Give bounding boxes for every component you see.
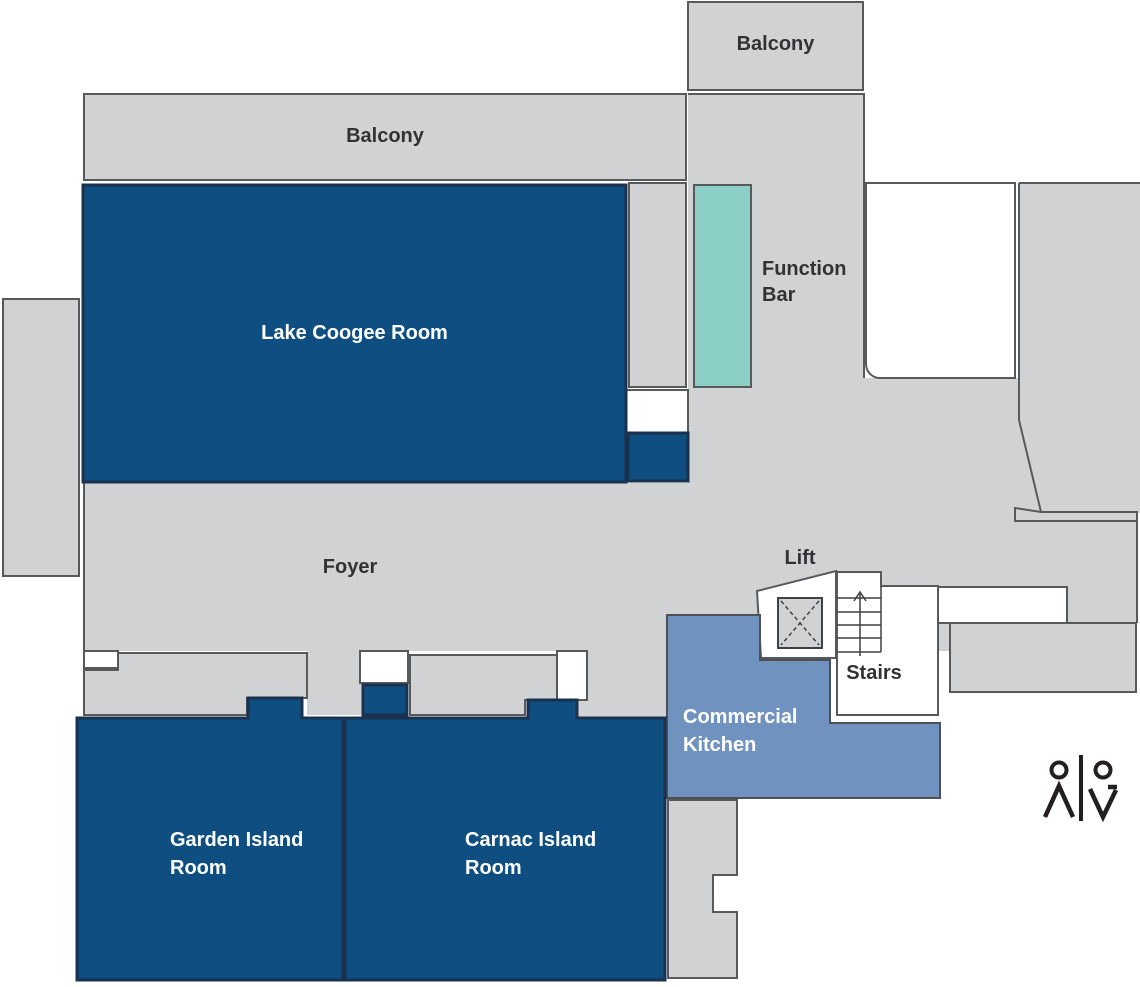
carnac-island-room-shape	[343, 698, 667, 982]
left-annex-shape	[2, 298, 80, 577]
door-notch-right	[556, 650, 588, 701]
right-wing-wall	[1018, 182, 1140, 420]
foyer-floor-area	[84, 94, 1140, 718]
kitchen-side-corridor	[667, 799, 738, 979]
back-of-house-room	[865, 182, 1016, 379]
foyer-connector-right	[577, 651, 667, 718]
corridor-wall	[688, 93, 865, 378]
stairwell-shape	[836, 571, 939, 716]
rear-notch	[937, 586, 1068, 624]
wall-lip	[1014, 506, 1138, 522]
male-restroom-icon	[1049, 760, 1069, 780]
female-restroom-icon	[1087, 784, 1119, 823]
male-restroom-icon	[1042, 780, 1076, 818]
lift-label: Lift	[784, 547, 816, 569]
stair-direction-arrow	[853, 590, 867, 656]
balcony-right-shape	[687, 1, 864, 91]
function-bar-label: Function Bar	[762, 258, 847, 306]
foyer-connector-left	[307, 651, 363, 715]
garden-island-room-shape	[75, 696, 345, 982]
balcony-top-shape	[83, 93, 687, 181]
rear-landing-shape	[949, 622, 1137, 693]
store-nook-shape	[361, 683, 409, 717]
balcony-top-label: Balcony	[346, 125, 424, 147]
balcony-right-label: Balcony	[736, 33, 815, 55]
commercial-kitchen-label: Commercial Kitchen	[683, 706, 798, 756]
wall-gap-upper	[625, 389, 689, 434]
function-bar-counter	[693, 184, 752, 388]
lake-coogee-room-label: Lake Coogee Room	[261, 322, 448, 344]
foyer-label: Foyer	[322, 556, 378, 578]
carnac-island-room-label: Carnac Island Room	[465, 829, 597, 879]
door-swing-line	[1018, 419, 1042, 513]
lift-shaft-cross-icon	[780, 600, 820, 646]
door-notch-middle	[359, 650, 409, 684]
foyer-walls	[83, 93, 1140, 651]
function-rooms	[75, 183, 690, 982]
commercial-kitchen-shape	[666, 614, 941, 799]
stairs-icon	[837, 586, 882, 656]
door-notch-left	[83, 650, 119, 669]
lake-coogee-room-shape	[81, 183, 628, 484]
stair-treads	[837, 597, 881, 653]
female-restroom-icon	[1093, 760, 1113, 780]
white-rooms	[83, 182, 1068, 716]
lake-coogee-annex-shape	[626, 431, 690, 483]
right-wing-area	[1019, 183, 1140, 513]
operable-wall-strip	[628, 182, 687, 388]
stairs-label: Stairs	[846, 662, 902, 684]
garden-island-room-label: Garden Island Room	[170, 829, 304, 879]
restroom-icons	[1042, 755, 1119, 823]
